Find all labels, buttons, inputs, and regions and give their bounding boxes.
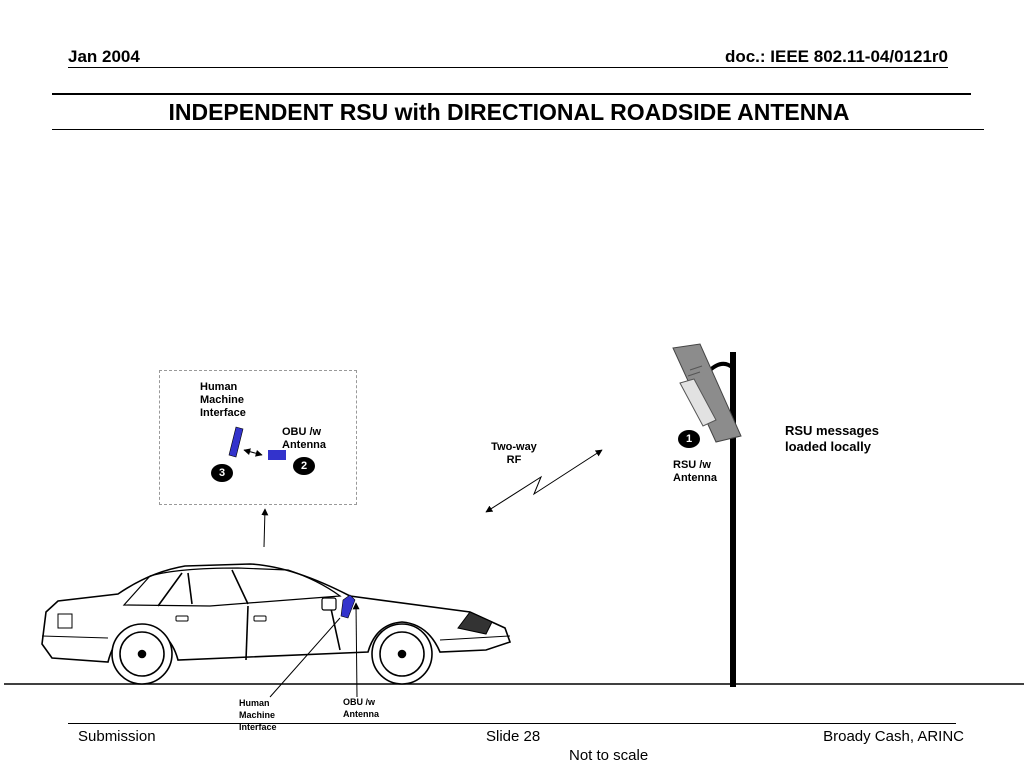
rsu-label: RSU /w Antenna — [673, 459, 717, 484]
inset-obu-label: OBU /w Antenna — [282, 426, 326, 451]
car-hmi-label: Human Machine Interface — [239, 698, 277, 732]
rsu-pole — [730, 352, 736, 687]
car-to-inset-arrow — [261, 508, 269, 548]
inset-hmi-label: Human Machine Interface — [200, 381, 246, 419]
header-date: Jan 2004 — [68, 47, 140, 66]
footer-slide-number: Slide 28 — [486, 728, 541, 745]
footer-scale-note: Not to scale — [569, 747, 649, 764]
two-way-rf-label: Two-way RF — [491, 441, 537, 466]
footer-submission: Submission — [78, 728, 156, 745]
footer-rule — [68, 723, 956, 724]
car — [41, 563, 512, 685]
title-rule-top — [52, 93, 971, 95]
inset-obu-device — [268, 450, 286, 460]
rsu-note: RSU messages loaded locally — [785, 423, 879, 454]
badge-1: 1 — [678, 430, 700, 448]
two-way-rf-link — [485, 449, 603, 513]
car-obu-device — [340, 594, 356, 619]
badge-2: 2 — [293, 457, 315, 475]
header-doc-id: doc.: IEEE 802.11-04/0121r0 — [724, 47, 948, 66]
hmi-callout-line — [269, 617, 341, 698]
rsu-antenna — [672, 343, 742, 443]
footer-author: Broady Cash, ARINC — [823, 728, 964, 745]
inset-hmi-device — [228, 426, 244, 458]
page-title: INDEPENDENT RSU with DIRECTIONAL ROADSID… — [168, 99, 850, 125]
car-obu-label: OBU /w Antenna — [343, 697, 379, 719]
inset-panel — [159, 370, 357, 505]
title-rule-bottom — [52, 129, 984, 130]
inset-link-arrow — [243, 448, 263, 457]
header-rule — [68, 67, 948, 68]
badge-3: 3 — [211, 464, 233, 482]
obu-callout-arrow — [352, 602, 360, 698]
